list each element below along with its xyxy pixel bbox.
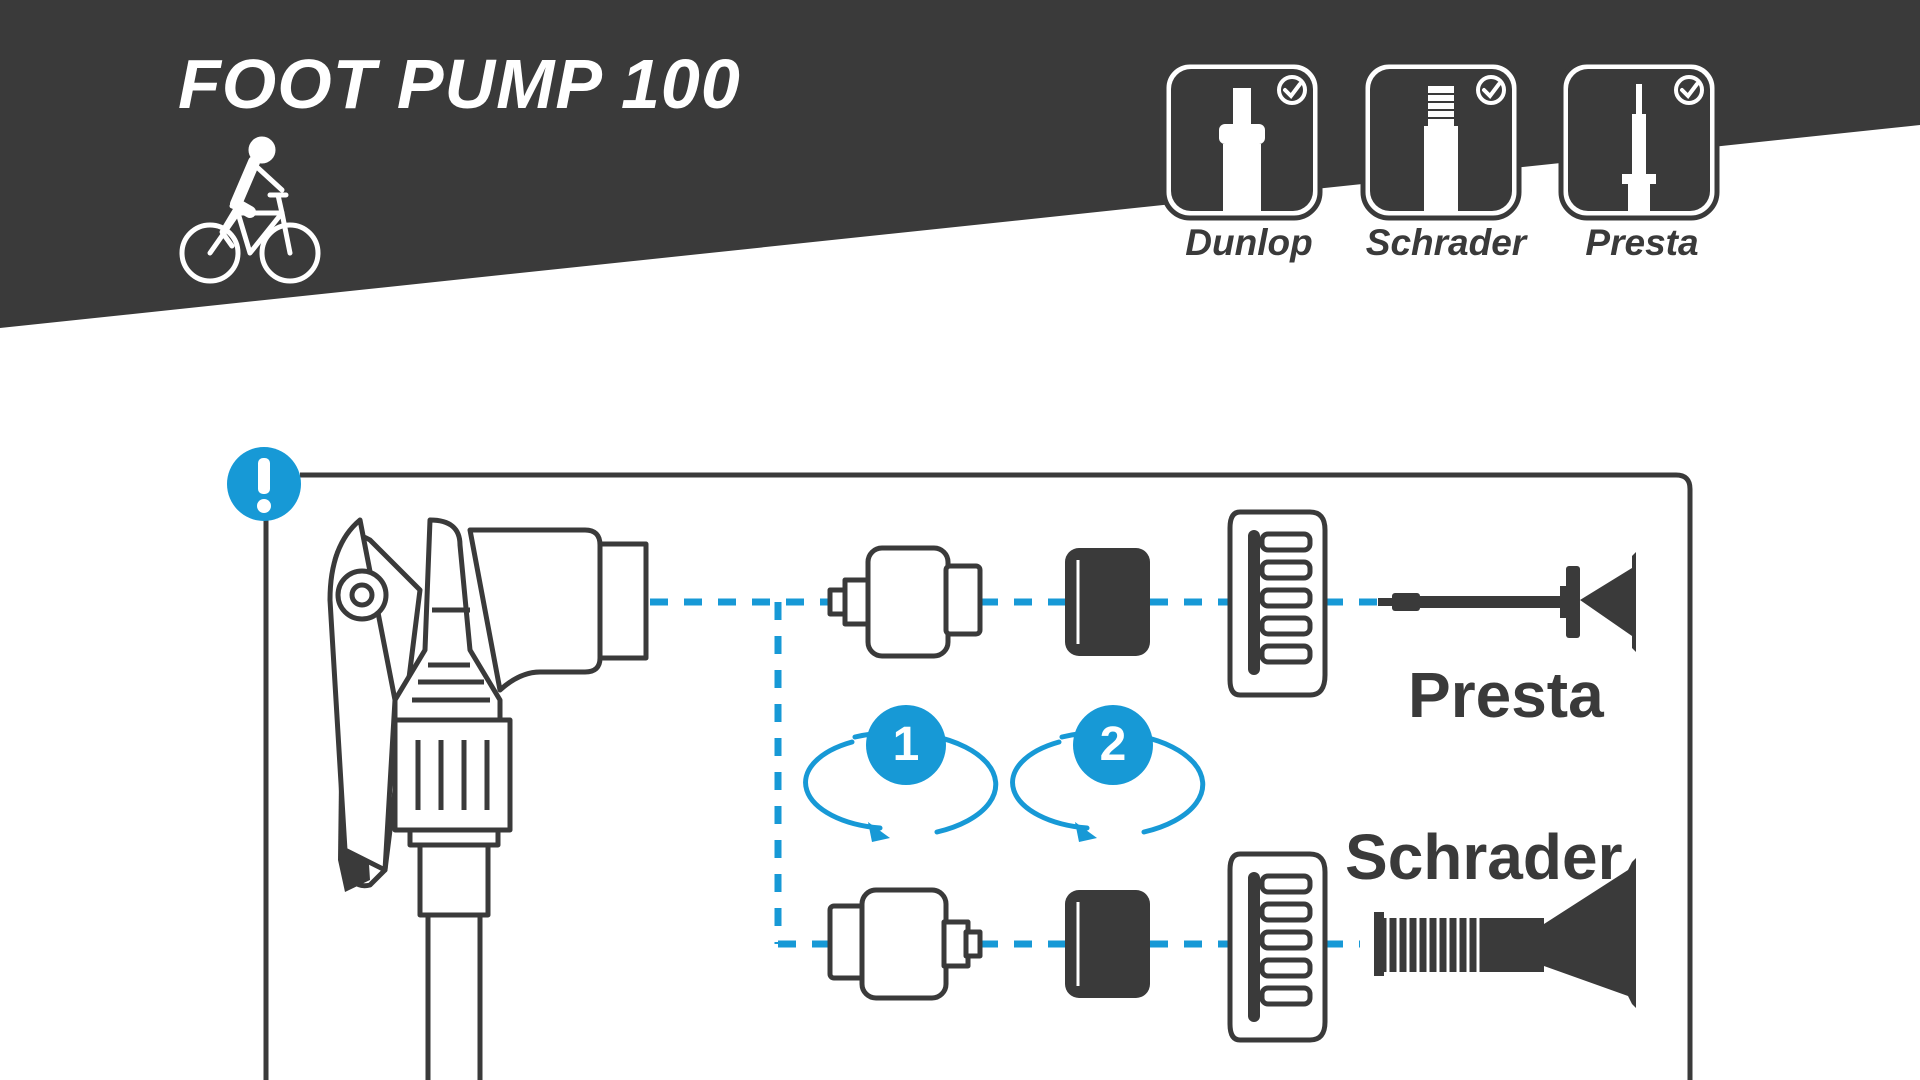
step-1-badge <box>866 705 946 785</box>
presta-valve-icon <box>1558 59 1720 221</box>
instruction-frame <box>263 472 1693 1080</box>
check-icon <box>1277 75 1307 105</box>
valve-label-schrader: Schrader <box>1365 222 1527 263</box>
schrader-valve <box>1374 858 1636 1008</box>
schrader-label: Schrader <box>1345 821 1623 893</box>
adapter-bottom <box>827 887 983 1001</box>
valve-label-dunlop: Dunlop <box>1185 222 1313 263</box>
dunlop-valve-icon <box>1161 59 1323 221</box>
check-icon <box>1476 75 1506 105</box>
rubber-seal-bottom <box>1065 890 1150 998</box>
rubber-seal-top <box>1065 548 1150 656</box>
schrader-valve-icon <box>1360 59 1522 221</box>
step-2-badge <box>1073 705 1153 785</box>
connection-lines <box>650 598 1380 948</box>
valve-label-presta: Presta <box>1585 222 1699 263</box>
cyclist-icon <box>179 136 321 284</box>
check-icon <box>1674 75 1704 105</box>
pump-head <box>327 517 649 1080</box>
adapter-top <box>827 545 983 659</box>
screw-cap-top <box>1227 509 1328 698</box>
page-title: FOOT PUMP 100 <box>178 45 741 123</box>
presta-valve <box>1378 552 1636 652</box>
screw-cap-bottom <box>1227 851 1328 1043</box>
step-1-number: 1 <box>892 718 920 771</box>
step-2-number: 2 <box>1099 718 1127 771</box>
presta-label: Presta <box>1408 659 1604 731</box>
exclamation-icon <box>227 447 301 521</box>
